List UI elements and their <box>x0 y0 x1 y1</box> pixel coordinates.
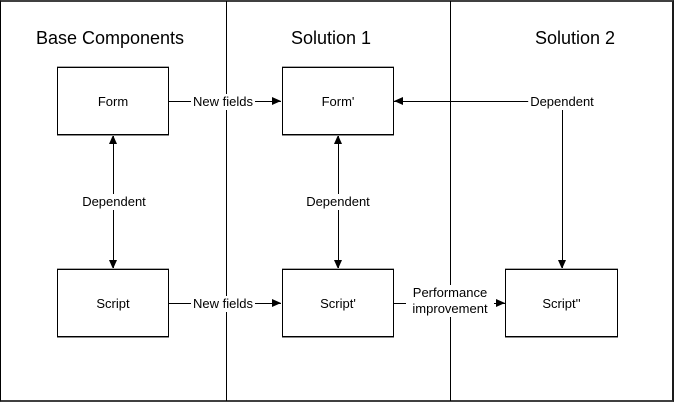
edge-label-dependent-middle: Dependent <box>304 194 372 210</box>
edge-label-new-fields-top: New fields <box>191 94 255 110</box>
edge-form-prime-script-double-prime-horizontal <box>394 101 532 102</box>
column-title-solution-2: Solution 2 <box>534 28 616 48</box>
node-script-prime: Script' <box>282 269 394 337</box>
node-script-double-prime: Script'' <box>505 269 618 337</box>
arrowhead-left-icon <box>394 97 403 105</box>
arrowhead-right-icon <box>272 299 281 307</box>
arrowhead-down-icon <box>109 260 117 269</box>
edge-form-prime-script-double-prime-vertical <box>562 110 563 268</box>
arrowhead-right-icon <box>496 299 505 307</box>
arrowhead-up-icon <box>334 135 342 144</box>
node-script-label: Script <box>96 295 130 311</box>
column-divider-1 <box>226 1 227 401</box>
column-title-base-components: Base Components <box>35 28 185 48</box>
node-form-prime: Form' <box>282 67 394 135</box>
node-form: Form <box>57 67 169 135</box>
edge-label-dependent-left: Dependent <box>80 194 148 210</box>
column-title-solution-1: Solution 1 <box>290 28 372 48</box>
edge-label-dependent-solution2: Dependent <box>528 94 596 110</box>
edge-label-performance-improvement: Performance improvement <box>406 285 494 317</box>
node-form-label: Form <box>97 93 129 109</box>
node-script: Script <box>57 269 169 337</box>
arrowhead-down-icon <box>558 260 566 269</box>
node-form-prime-label: Form' <box>321 93 355 109</box>
edge-label-new-fields-bottom: New fields <box>191 296 255 312</box>
node-script-prime-label: Script' <box>320 295 356 311</box>
arrowhead-right-icon <box>272 97 281 105</box>
arrowhead-up-icon <box>109 135 117 144</box>
arrowhead-down-icon <box>334 260 342 269</box>
node-script-double-prime-label: Script'' <box>542 295 581 311</box>
column-divider-2 <box>450 1 451 401</box>
